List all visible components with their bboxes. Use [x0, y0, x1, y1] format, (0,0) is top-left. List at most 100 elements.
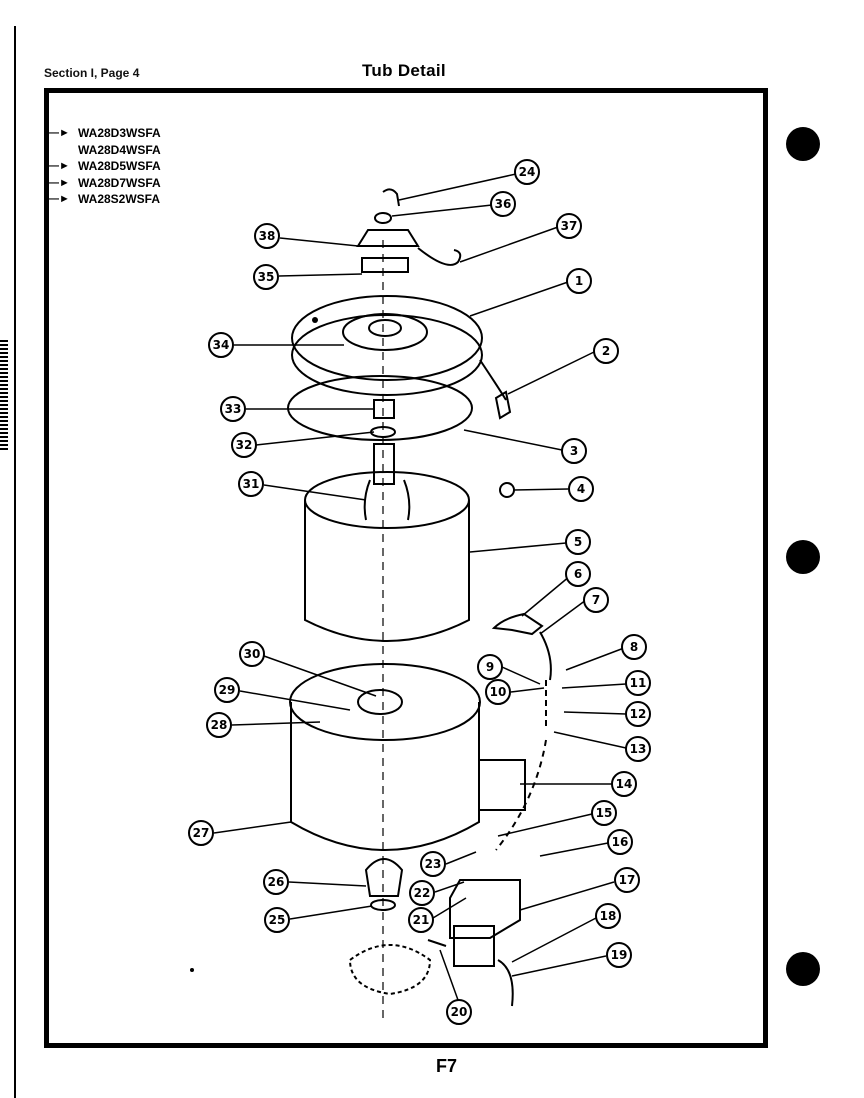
drive-hub-part	[364, 858, 404, 897]
inlet-tube-part	[539, 631, 552, 681]
pin-part	[427, 939, 447, 947]
callout-8: 8	[621, 634, 647, 660]
model-number-list: —►WA28D3WSFA WA28D4WSFA —►WA28D5WSFA —►W…	[48, 125, 161, 208]
callout-5: 5	[565, 529, 591, 555]
diagram-frame	[44, 88, 768, 1048]
callout-31: 31	[238, 471, 264, 497]
punch-hole	[786, 127, 820, 161]
callout-label: 33	[225, 402, 242, 416]
callout-6: 6	[565, 561, 591, 587]
callout-label: 36	[495, 197, 512, 211]
callout-label: 15	[596, 806, 613, 820]
bearing-housing-part	[342, 313, 428, 351]
callout-label: 14	[616, 777, 633, 791]
callout-16: 16	[607, 829, 633, 855]
callout-27: 27	[188, 820, 214, 846]
callout-14: 14	[611, 771, 637, 797]
base-part	[349, 944, 432, 996]
model-number: WA28D4WSFA	[78, 142, 161, 157]
callout-30: 30	[239, 641, 265, 667]
callout-20: 20	[446, 999, 472, 1025]
callout-29: 29	[214, 677, 240, 703]
hose-loop-part	[417, 247, 462, 266]
callout-label: 4	[577, 482, 585, 496]
drain-outlet-part	[497, 959, 514, 1007]
callout-label: 24	[519, 165, 536, 179]
spin-tube-part	[373, 443, 395, 485]
callout-label: 6	[574, 567, 582, 581]
callout-label: 38	[259, 229, 276, 243]
callout-22: 22	[409, 880, 435, 906]
callout-9: 9	[477, 654, 503, 680]
callout-label: 21	[413, 913, 430, 927]
model-row: WA28D4WSFA	[48, 142, 161, 159]
callout-7: 7	[583, 587, 609, 613]
callout-label: 3	[570, 444, 578, 458]
section-page-label: Section I, Page 4	[44, 66, 140, 80]
arrow-icon: —►	[48, 127, 70, 139]
callout-label: 13	[630, 742, 647, 756]
callout-label: 17	[619, 873, 636, 887]
callout-32: 32	[231, 432, 257, 458]
callout-label: 22	[414, 886, 431, 900]
callout-21: 21	[408, 907, 434, 933]
arrow-icon: —►	[48, 160, 70, 172]
tub-cover-dot	[312, 317, 318, 323]
callout-36: 36	[490, 191, 516, 217]
callout-label: 1	[575, 274, 583, 288]
valve-head-part	[356, 229, 420, 247]
o-ring-part	[374, 212, 392, 224]
callout-label: 12	[630, 707, 647, 721]
callout-label: 18	[600, 909, 617, 923]
callout-label: 25	[269, 913, 286, 927]
snubber-part	[499, 482, 515, 498]
callout-4: 4	[568, 476, 594, 502]
callout-2: 2	[593, 338, 619, 364]
callout-label: 16	[612, 835, 629, 849]
callout-15: 15	[591, 800, 617, 826]
arrow-icon: —►	[48, 193, 70, 205]
callout-label: 8	[630, 640, 638, 654]
callout-label: 23	[425, 857, 442, 871]
callout-label: 10	[490, 685, 507, 699]
callout-11: 11	[625, 670, 651, 696]
callout-label: 31	[243, 477, 260, 491]
callout-26: 26	[263, 869, 289, 895]
callout-38: 38	[254, 223, 280, 249]
clip-wire	[479, 359, 507, 401]
callout-label: 5	[574, 535, 582, 549]
gasket-ring-part	[287, 375, 473, 441]
nut-part	[373, 399, 395, 419]
filter-part	[361, 257, 409, 273]
outer-tub-part	[290, 702, 480, 851]
callout-23: 23	[420, 851, 446, 877]
callout-label: 30	[244, 647, 261, 661]
tub-cover-part	[291, 295, 483, 381]
model-number: WA28D3WSFA	[78, 126, 161, 140]
tub-hub-part	[357, 689, 403, 715]
leader-lines	[213, 173, 627, 1001]
callout-label: 9	[486, 660, 494, 674]
callout-label: 2	[602, 344, 610, 358]
specks	[190, 968, 194, 972]
callout-label: 20	[451, 1005, 468, 1019]
nozzle-part	[491, 612, 544, 636]
pump-body-part	[453, 925, 495, 967]
callout-10: 10	[485, 679, 511, 705]
arrow-icon: —►	[48, 176, 70, 189]
model-row: —►WA28D5WSFA	[48, 158, 161, 175]
callout-label: 37	[561, 219, 578, 233]
callout-34: 34	[208, 332, 234, 358]
tub-bracket-part	[479, 759, 526, 811]
callout-label: 7	[592, 593, 600, 607]
elbow-fitting-part	[382, 188, 400, 207]
callout-35: 35	[253, 264, 279, 290]
callout-37: 37	[556, 213, 582, 239]
punch-hole	[786, 540, 820, 574]
callout-1: 1	[566, 268, 592, 294]
callout-18: 18	[595, 903, 621, 929]
agitator-part	[363, 479, 411, 521]
callout-3: 3	[561, 438, 587, 464]
callout-24: 24	[514, 159, 540, 185]
